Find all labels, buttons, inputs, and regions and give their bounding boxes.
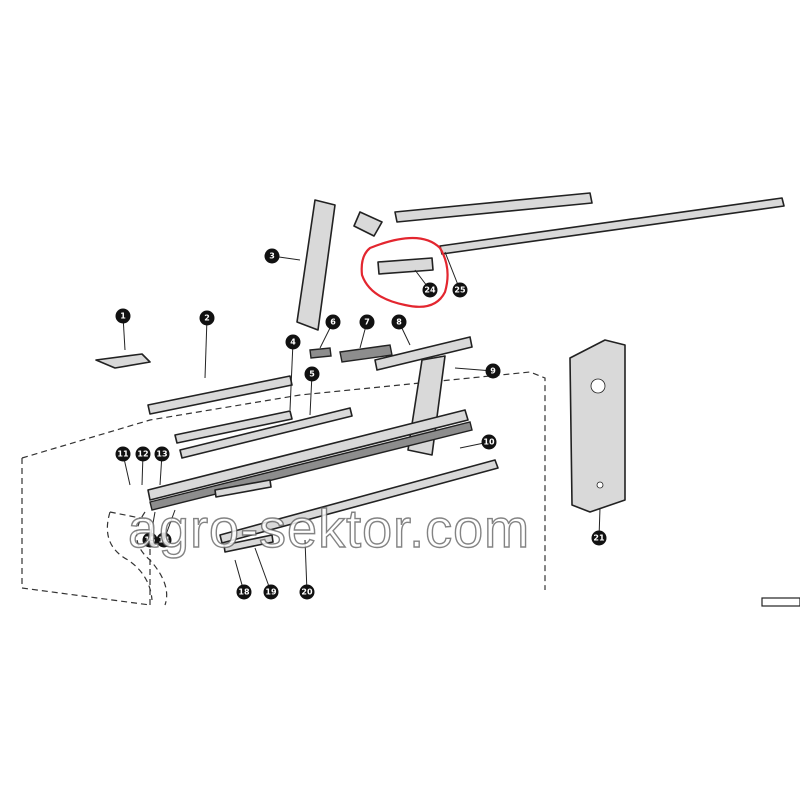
callout-number: 18: [238, 588, 250, 597]
callout-14: 14: [156, 509, 176, 548]
callout-5: 5: [304, 366, 320, 416]
corner-mark-icon: [761, 597, 800, 607]
callout-number: 20: [301, 588, 313, 597]
callout-7: 7: [359, 314, 375, 349]
callout-3: 3: [264, 248, 301, 264]
callout-number: 12: [137, 450, 148, 459]
callout-marker: [485, 363, 501, 379]
callout-24: 24: [414, 269, 438, 298]
callout-13: 13: [154, 446, 170, 486]
callout-number: 2: [204, 314, 210, 323]
callout-6: 6: [319, 314, 341, 349]
callout-marker: [591, 530, 607, 546]
callout-9: 9: [454, 363, 501, 379]
callout-number: 8: [396, 318, 402, 327]
callout-marker: [115, 308, 131, 324]
part-24-plate: [377, 257, 434, 275]
part-7: [339, 344, 393, 363]
callout-number: 9: [490, 367, 496, 376]
callout-marker: [154, 446, 170, 462]
callout-19: 19: [254, 547, 279, 600]
part-4-bar: [174, 410, 293, 444]
callout-marker: [304, 366, 320, 382]
callout-12: 12: [135, 446, 151, 486]
callout-4: 4: [285, 334, 301, 411]
callout-number: 21: [593, 534, 605, 543]
callout-18: 18: [234, 559, 252, 600]
callout-marker: [236, 584, 252, 600]
callout-marker: [325, 314, 341, 330]
callout-number: 14: [158, 536, 170, 545]
part-2-bar: [147, 375, 293, 415]
callout-8: 8: [391, 314, 411, 346]
callout-10: 10: [459, 434, 497, 450]
part-8: [374, 336, 473, 371]
callout-1: 1: [115, 308, 131, 351]
callout-marker: [264, 248, 280, 264]
callout-25: 25: [444, 251, 468, 298]
callout-marker: [142, 532, 158, 548]
callout-marker: [422, 282, 438, 298]
callout-number: 13: [156, 450, 167, 459]
callout-marker: [156, 532, 172, 548]
part-3-post: [296, 199, 336, 331]
callout-marker: [391, 314, 407, 330]
callout-2: 2: [199, 310, 215, 379]
callout-leader-line: [204, 317, 208, 379]
callout-20: 20: [299, 539, 315, 600]
callout-21: 21: [591, 507, 607, 546]
callout-marker: [199, 310, 215, 326]
callout-marker: [299, 584, 315, 600]
top-rails: [394, 192, 785, 255]
callout-marker: [481, 434, 497, 450]
callout-number: 5: [309, 370, 315, 379]
callout-number: 3: [269, 252, 275, 261]
callout-marker: [115, 446, 131, 462]
callout-number: 15: [144, 536, 156, 545]
highlight-circle: [360, 237, 449, 308]
frame-outline: [21, 371, 546, 606]
callout-number: 19: [265, 588, 277, 597]
callout-number: 10: [483, 438, 495, 447]
callout-number: 11: [117, 450, 129, 459]
part-6: [309, 347, 332, 359]
part-20-rail: [219, 459, 499, 544]
callout-leader-line: [289, 341, 294, 411]
part-13-rail: [147, 409, 469, 501]
top-bracket: [353, 211, 383, 237]
callout-number: 24: [424, 286, 436, 295]
callout-leader-line: [304, 539, 308, 593]
callout-number: 7: [364, 318, 370, 327]
callout-number: 4: [290, 338, 296, 347]
callout-marker: [135, 446, 151, 462]
callout-number: 6: [330, 318, 336, 327]
callout-11: 11: [115, 446, 131, 486]
part-21-plate: [569, 339, 626, 513]
callout-marker: [452, 282, 468, 298]
part-19: [223, 534, 274, 553]
part-15: [214, 479, 272, 498]
callout-15: 15: [142, 511, 158, 548]
callout-marker: [263, 584, 279, 600]
callout-leader-line: [254, 547, 272, 593]
callout-number: 25: [454, 286, 466, 295]
callout-number: 1: [120, 312, 126, 321]
callout-marker: [285, 334, 301, 350]
part-5-bar: [179, 407, 353, 459]
part-1: [95, 353, 151, 369]
callout-marker: [359, 314, 375, 330]
